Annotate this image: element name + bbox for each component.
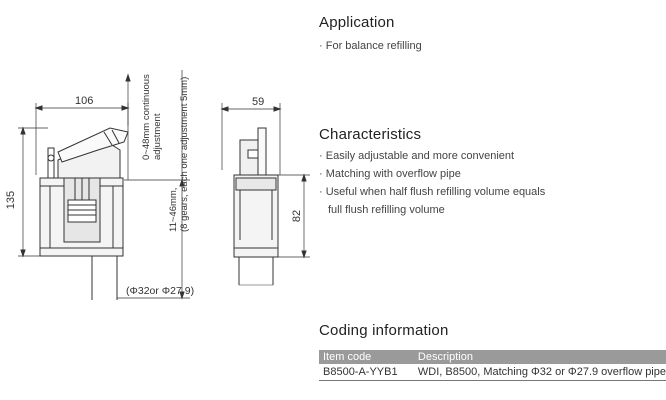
list-item: · Matching with overflow pipe xyxy=(319,168,461,180)
application-section: Application · For balance refilling xyxy=(319,14,422,55)
technical-drawing: 106 135 (Φ32or Φ27.9) 0~48mm continuous … xyxy=(5,70,310,300)
list-item: · For balance refilling xyxy=(319,40,422,52)
front-view xyxy=(18,70,190,300)
column-header-description: Description xyxy=(409,350,666,364)
characteristics-heading: Characteristics xyxy=(319,126,422,143)
column-header-item-code: Item code xyxy=(319,350,410,364)
front-height-dimension: 135 xyxy=(5,191,17,209)
geared-adjustment-label-2: (8 gears, each one adjustment 5mm) xyxy=(179,77,190,232)
list-item: · Easily adjustable and more convenient xyxy=(319,150,515,162)
continuous-adjustment-label: 0~48mm continuous xyxy=(141,74,152,160)
characteristics-section: Characteristics · Easily adjustable and … xyxy=(319,126,545,219)
characteristics-list: · Easily adjustable and more convenient … xyxy=(319,147,545,219)
coding-section: Coding information xyxy=(319,322,449,339)
geared-adjustment-label: 11~46mm, xyxy=(168,188,179,232)
item-code-cell: B8500-A-YYB1 xyxy=(319,364,410,381)
coding-table: Item code Description B8500-A-YYB1 WDI, … xyxy=(319,350,666,381)
list-item-continuation: full flush refilling volume xyxy=(328,204,445,216)
application-heading: Application xyxy=(319,14,395,31)
coding-heading: Coding information xyxy=(319,322,449,339)
application-list: · For balance refilling xyxy=(319,37,422,55)
side-height-dimension: 82 xyxy=(291,210,303,222)
description-cell: WDI, B8500, Matching Φ32 or Φ27.9 overfl… xyxy=(409,364,666,381)
front-width-dimension: 106 xyxy=(75,95,93,107)
table-header-row: Item code Description xyxy=(319,350,666,364)
list-item: · Useful when half flush refilling volum… xyxy=(319,186,546,198)
side-view xyxy=(220,103,310,286)
continuous-adjustment-label-2: adjustment xyxy=(152,113,163,160)
side-width-dimension: 59 xyxy=(252,96,264,108)
pipe-diameter-label: (Φ32or Φ27.9) xyxy=(126,285,194,297)
table-row: B8500-A-YYB1 WDI, B8500, Matching Φ32 or… xyxy=(319,364,666,381)
